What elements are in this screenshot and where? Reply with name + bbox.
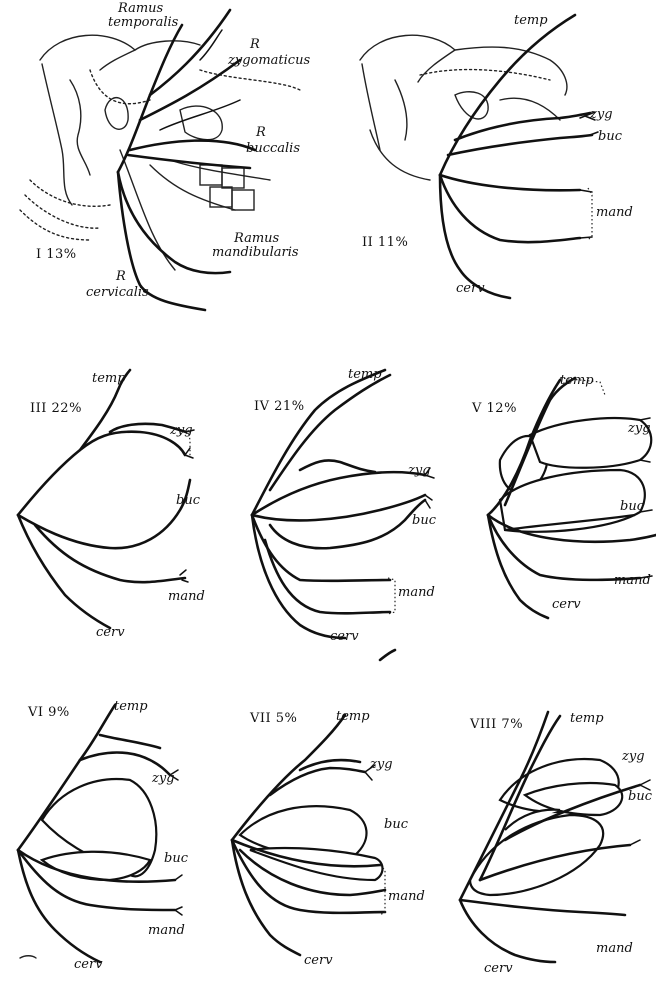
panel-7-drawing [232,715,385,955]
panel-3-title: III 22% [30,402,82,415]
panel-4-temp-label: temp [348,368,382,381]
panel-6-temp-label: temp [114,700,148,713]
panel-8-temp-label: temp [570,712,604,725]
panel-7-title: VII 5% [250,712,297,725]
panel-5-buc-label: buc [620,500,644,513]
panel-7-cerv-label: cerv [304,954,333,967]
panel-6-mand-label: mand [148,924,185,937]
panel-8-mand-label: mand [596,942,633,955]
panel-6-cerv-label: cerv [74,958,103,971]
panel-2-buc-label: buc [598,130,622,143]
panel-2-zyg-label: zyg [590,108,613,121]
panel-6-buc-label: buc [164,852,188,865]
panel-3-buc-label: buc [176,494,200,507]
corner-mark [20,956,36,958]
panel-2-title: II 11% [362,236,408,249]
panel-7-buc-label: buc [384,818,408,831]
panel-6-zyg-label: zyg [152,772,175,785]
panel-4-mand-label: mand [398,586,435,599]
panel-2-temp-label: temp [514,14,548,27]
panel-4-title: IV 21% [254,400,305,413]
panel-5-cerv-label: cerv [552,598,581,611]
panel-3-cerv-label: cerv [96,626,125,639]
panel-3-zyg-label: zyg [170,424,193,437]
panel-2-cerv-label: cerv [456,282,485,295]
panel-5-mand-label: mand [614,574,651,587]
panel-4-cerv-label: cerv [330,630,359,643]
panel-4-zyg-label: zyg [408,464,431,477]
panel-6-title: VI 9% [28,706,70,719]
panel-5-title: V 12% [472,402,517,415]
panel-2-mand-label: mand [596,206,633,219]
panel-8-cerv-label: cerv [484,962,513,975]
stray-stroke [380,650,395,660]
panel-7-zyg-label: zyg [370,758,393,771]
panel-5-temp-label: temp [560,374,594,387]
panel-3-temp-label: temp [92,372,126,385]
panel-7-mand-label: mand [388,890,425,903]
panel-3-mand-label: mand [168,590,205,603]
panel-4-buc-label: buc [412,514,436,527]
panel-2-drawing [360,15,598,298]
panel-8-zyg-label: zyg [622,750,645,763]
panel-8-title: VIII 7% [470,718,523,731]
panel-8-buc-label: buc [628,790,652,803]
panel-5-zyg-label: zyg [628,422,651,435]
panel-7-temp-label: temp [336,710,370,723]
